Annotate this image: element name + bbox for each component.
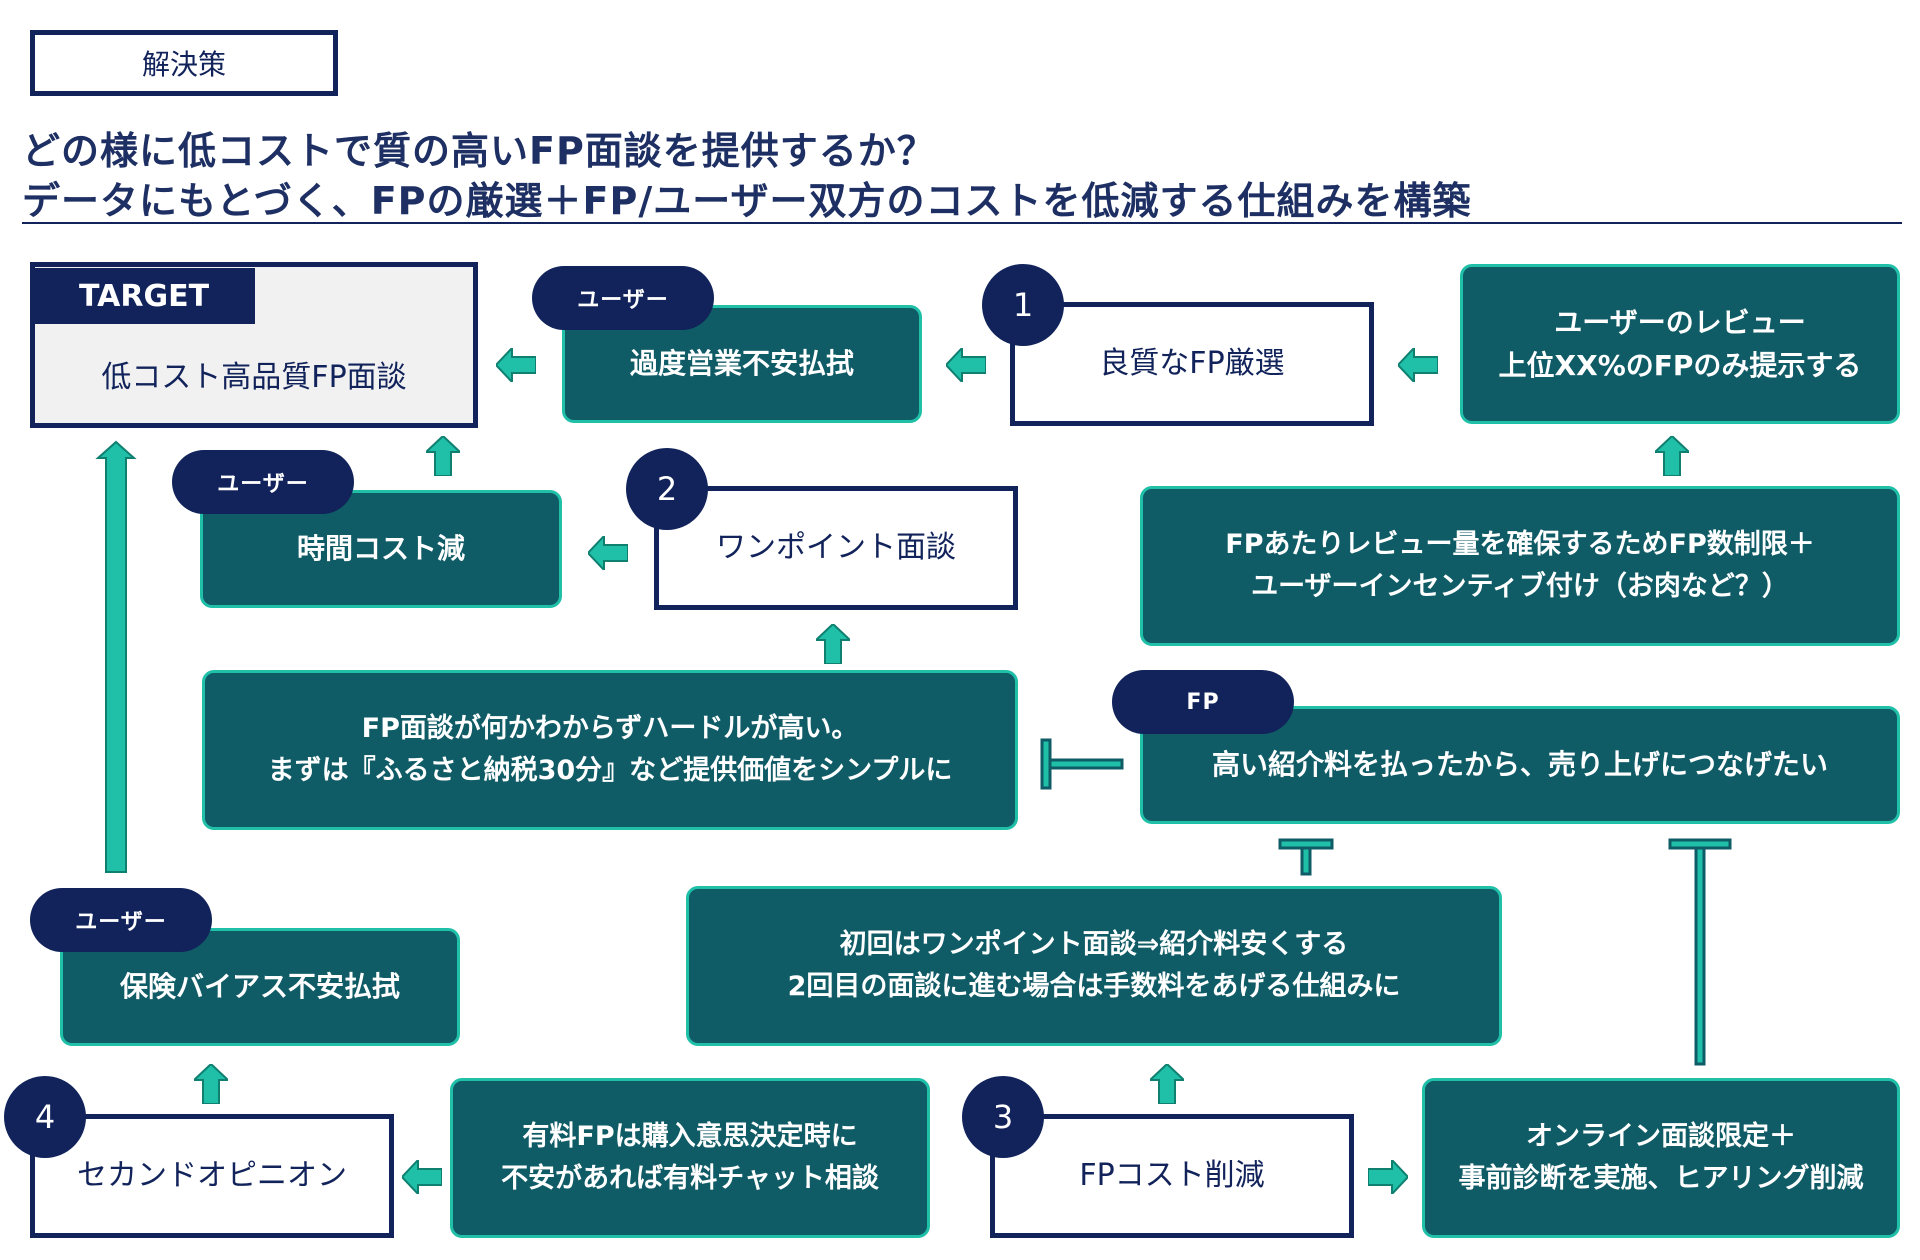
- review-quota-box: FPあたりレビュー量を確保するためFP数制限＋ ユーザーインセンティブ付け（お肉…: [1140, 486, 1900, 646]
- second-opinion-box: セカンドオピニオン: [30, 1114, 394, 1238]
- user-pill: ユーザー: [532, 266, 714, 330]
- fp-pill: FP: [1112, 670, 1294, 734]
- over-sales-box: 過度営業不安払拭: [562, 305, 922, 423]
- inhibit-connector: [1040, 738, 1124, 790]
- step-number-2: 2: [626, 448, 708, 530]
- arrow-up-icon: [426, 436, 460, 476]
- section-tag: 解決策: [30, 30, 338, 96]
- page-subtitle: データにもとづく、FPの厳選＋FP/ユーザー双方のコストを低減する仕組みを構築: [22, 179, 1472, 223]
- step-number-1: 1: [982, 264, 1064, 346]
- first-time-box: 初回はワンポイント面談⇒紹介料安くする 2回目の面談に進む場合は手数料をあげる仕…: [686, 886, 1502, 1046]
- arrow-left-icon: [402, 1160, 442, 1194]
- user-pill: ユーザー: [30, 888, 212, 952]
- target-label: TARGET: [35, 268, 255, 324]
- online-box: オンライン面談限定＋ 事前診断を実施、ヒアリング削減: [1422, 1078, 1900, 1238]
- arrow-up-icon: [194, 1064, 228, 1104]
- inhibit-connector: [1278, 838, 1334, 876]
- fp-cost-box: FPコスト削減: [990, 1114, 1354, 1238]
- step-number-3: 3: [962, 1076, 1044, 1158]
- select-fp-box: 良質なFP厳選: [1010, 302, 1374, 426]
- arrow-right-icon: [1368, 1160, 1408, 1194]
- hurdle-box: FP面談が何かわからずハードルが高い。 まずは『ふるさと納税30分』など提供価値…: [202, 670, 1018, 830]
- arrow-up-icon: [1655, 436, 1689, 476]
- review-top-box: ユーザーのレビュー 上位XX%のFPのみ提示する: [1460, 264, 1900, 424]
- page-title: どの様に低コストで質の高いFP面談を提供するか？: [22, 129, 936, 173]
- arrow-up-icon: [1150, 1064, 1184, 1104]
- title-divider: [22, 222, 1902, 224]
- user-pill: ユーザー: [172, 450, 354, 514]
- arrow-left-icon: [588, 536, 628, 570]
- target-text: 低コスト高品質FP面談: [101, 360, 407, 395]
- arrow-left-icon: [946, 348, 986, 382]
- paid-chat-box: 有料FPは購入意思決定時に 不安があれば有料チャット相談: [450, 1078, 930, 1238]
- step-number-4: 4: [4, 1076, 86, 1158]
- time-cost-box: 時間コスト減: [200, 490, 562, 608]
- long-arrow-up-icon: [95, 440, 137, 873]
- arrow-up-icon: [816, 624, 850, 664]
- arrow-left-icon: [496, 348, 536, 382]
- inhibit-connector: [1668, 838, 1732, 1066]
- one-point-box: ワンポイント面談: [654, 486, 1018, 610]
- fp-fee-box: 高い紹介料を払ったから、売り上げにつなげたい: [1140, 706, 1900, 824]
- arrow-left-icon: [1398, 348, 1438, 382]
- insurance-bias-box: 保険バイアス不安払拭: [60, 928, 460, 1046]
